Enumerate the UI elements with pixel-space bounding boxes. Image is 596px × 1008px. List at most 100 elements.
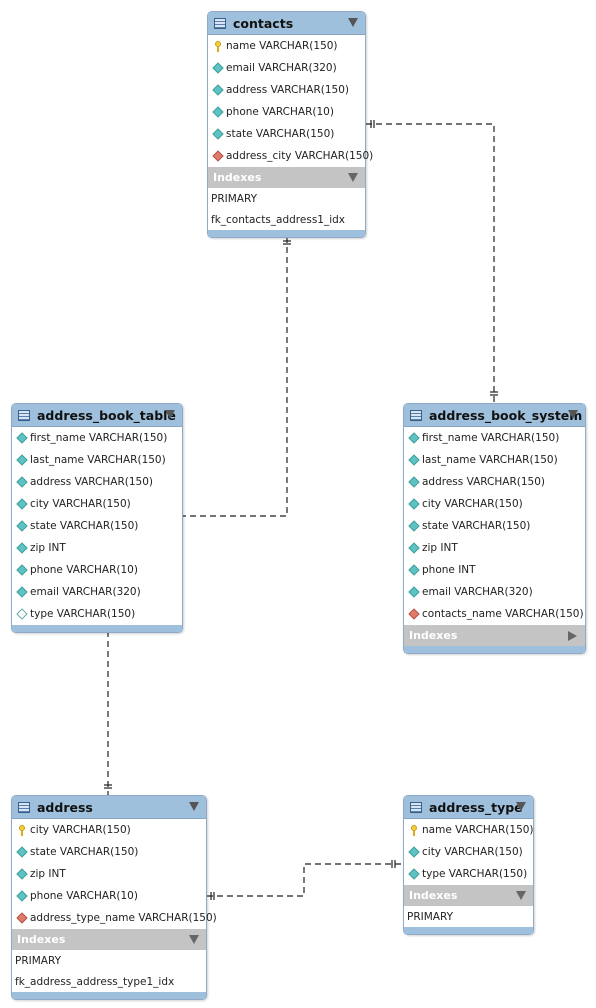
- indexes-header[interactable]: Indexes: [208, 167, 365, 188]
- column-row[interactable]: name VARCHAR(150): [404, 819, 534, 841]
- column-label: state VARCHAR(150): [226, 128, 335, 140]
- column-row[interactable]: zip INT: [12, 863, 206, 885]
- column-row[interactable]: city VARCHAR(150): [404, 493, 585, 515]
- column-row[interactable]: type VARCHAR(150): [12, 603, 182, 625]
- column-row[interactable]: phone INT: [404, 559, 585, 581]
- column-label: email VARCHAR(320): [30, 586, 141, 598]
- column-row[interactable]: state VARCHAR(150): [404, 515, 585, 537]
- not-null-column-icon: [408, 586, 420, 598]
- indexes-label: Indexes: [409, 629, 458, 642]
- table-address[interactable]: address city VARCHAR(150) state VARCHAR(…: [11, 795, 217, 1000]
- column-row[interactable]: state VARCHAR(150): [12, 841, 206, 863]
- column-row[interactable]: phone VARCHAR(10): [12, 885, 206, 907]
- table-header[interactable]: address: [12, 796, 206, 819]
- column-label: phone VARCHAR(10): [30, 890, 138, 902]
- column-row[interactable]: phone VARCHAR(10): [12, 559, 182, 581]
- relationship-contacts-address_book_system[interactable]: [366, 123, 495, 403]
- not-null-column-icon: [16, 890, 28, 902]
- index-row[interactable]: fk_address_address_type1_idx: [15, 975, 175, 988]
- table-header[interactable]: contacts: [208, 12, 365, 35]
- column-row[interactable]: phone VARCHAR(10): [208, 101, 365, 123]
- not-null-column-icon: [212, 128, 224, 140]
- column-label: address_type_name VARCHAR(150): [30, 912, 217, 924]
- table-footer: [208, 230, 365, 237]
- column-row[interactable]: last_name VARCHAR(150): [12, 449, 182, 471]
- index-row[interactable]: PRIMARY: [407, 910, 454, 923]
- indexes-header[interactable]: Indexes: [404, 625, 585, 646]
- column-label: phone INT: [422, 564, 476, 576]
- table-header[interactable]: address_book_table: [12, 404, 182, 427]
- column-row[interactable]: email VARCHAR(320): [208, 57, 365, 79]
- not-null-column-icon: [408, 476, 420, 488]
- column-label: zip INT: [30, 868, 66, 880]
- table-icon: [18, 409, 30, 421]
- column-label: first_name VARCHAR(150): [30, 432, 168, 444]
- column-row[interactable]: address VARCHAR(150): [208, 79, 365, 101]
- index-row[interactable]: fk_contacts_address1_idx: [211, 213, 346, 226]
- column-row[interactable]: first_name VARCHAR(150): [12, 427, 182, 449]
- column-row[interactable]: address_type_name VARCHAR(150): [12, 907, 217, 929]
- column-row[interactable]: city VARCHAR(150): [12, 493, 182, 515]
- column-row[interactable]: email VARCHAR(320): [12, 581, 182, 603]
- not-null-column-icon: [16, 432, 28, 444]
- table-address_book_system[interactable]: address_book_system first_name VARCHAR(1…: [403, 403, 586, 654]
- index-row[interactable]: PRIMARY: [211, 192, 258, 205]
- column-row[interactable]: email VARCHAR(320): [404, 581, 585, 603]
- not-null-column-icon: [16, 542, 28, 554]
- not-null-column-icon: [16, 454, 28, 466]
- table-address_book_table[interactable]: address_book_table first_name VARCHAR(15…: [11, 403, 183, 633]
- index-row[interactable]: PRIMARY: [15, 954, 62, 967]
- collapse-icon[interactable]: [568, 410, 578, 419]
- not-null-column-icon: [408, 868, 420, 880]
- column-row[interactable]: address_city VARCHAR(150): [208, 145, 373, 167]
- column-label: email VARCHAR(320): [226, 62, 337, 74]
- table-name: address_book_system: [429, 407, 583, 423]
- column-row[interactable]: city VARCHAR(150): [12, 819, 206, 841]
- table-footer: [404, 646, 585, 653]
- column-label: phone VARCHAR(10): [30, 564, 138, 576]
- table-contacts[interactable]: contacts name VARCHAR(150) email VARCHAR…: [207, 11, 373, 238]
- column-row[interactable]: state VARCHAR(150): [208, 123, 365, 145]
- collapse-icon[interactable]: [189, 802, 199, 811]
- primary-key-icon: [213, 40, 223, 52]
- relationship-contacts-address_book_table[interactable]: [183, 237, 288, 517]
- not-null-column-icon: [16, 846, 28, 858]
- not-null-column-icon: [408, 432, 420, 444]
- expand-icon[interactable]: [568, 631, 577, 641]
- column-row[interactable]: last_name VARCHAR(150): [404, 449, 585, 471]
- collapse-icon[interactable]: [516, 802, 526, 811]
- indexes-header[interactable]: Indexes: [404, 885, 533, 906]
- not-null-column-icon: [408, 454, 420, 466]
- table-header[interactable]: address_book_system: [404, 404, 585, 427]
- column-label: zip INT: [30, 542, 66, 554]
- table-icon: [410, 801, 422, 813]
- indexes-header[interactable]: Indexes: [12, 929, 206, 950]
- collapse-icon[interactable]: [165, 410, 175, 419]
- column-label: state VARCHAR(150): [30, 846, 139, 858]
- table-address_type[interactable]: address_type name VARCHAR(150) city VARC…: [403, 795, 534, 935]
- table-name: contacts: [233, 15, 294, 31]
- relationship-address-address_type[interactable]: [207, 863, 403, 897]
- column-row[interactable]: type VARCHAR(150): [404, 863, 533, 885]
- column-row[interactable]: contacts_name VARCHAR(150): [404, 603, 585, 625]
- collapse-icon[interactable]: [348, 173, 358, 182]
- column-label: address VARCHAR(150): [226, 84, 349, 96]
- column-label: city VARCHAR(150): [30, 498, 131, 510]
- column-label: state VARCHAR(150): [422, 520, 531, 532]
- column-row[interactable]: zip INT: [12, 537, 182, 559]
- column-row[interactable]: name VARCHAR(150): [208, 35, 365, 57]
- column-row[interactable]: address VARCHAR(150): [404, 471, 585, 493]
- table-footer: [12, 625, 182, 632]
- not-null-column-icon: [16, 564, 28, 576]
- column-row[interactable]: state VARCHAR(150): [12, 515, 182, 537]
- column-row[interactable]: city VARCHAR(150): [404, 841, 533, 863]
- column-row[interactable]: first_name VARCHAR(150): [404, 427, 585, 449]
- primary-key-icon: [409, 824, 419, 836]
- not-null-column-icon: [212, 106, 224, 118]
- collapse-icon[interactable]: [516, 891, 526, 900]
- collapse-icon[interactable]: [189, 935, 199, 944]
- collapse-icon[interactable]: [348, 18, 358, 27]
- column-row[interactable]: zip INT: [404, 537, 585, 559]
- table-header[interactable]: address_type: [404, 796, 533, 819]
- column-row[interactable]: address VARCHAR(150): [12, 471, 182, 493]
